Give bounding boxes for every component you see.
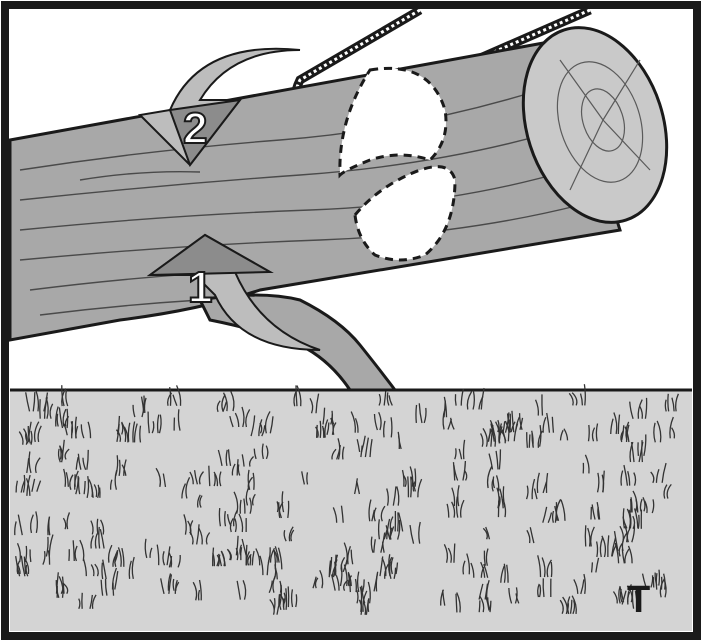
- grass-blade: [588, 425, 589, 441]
- step-2-label: 2: [183, 104, 207, 153]
- grass-blade: [320, 421, 321, 438]
- grass-blade: [551, 562, 552, 577]
- step-1-label: 1: [188, 263, 212, 312]
- grass-blade: [592, 562, 593, 572]
- grass-ground: [10, 384, 692, 631]
- grass-blade: [408, 476, 409, 497]
- grass-blade: [356, 579, 357, 592]
- grass-blade: [659, 570, 660, 586]
- grass-blade: [479, 600, 480, 612]
- grass-blade: [286, 588, 287, 610]
- grass-blade: [542, 394, 543, 415]
- grass-blade: [415, 469, 416, 487]
- grass-blade: [97, 519, 98, 535]
- grass-blade: [140, 426, 141, 443]
- grass-blade: [307, 472, 308, 484]
- grass-blade: [240, 500, 241, 514]
- grass-blade: [288, 586, 289, 607]
- grass-blade: [102, 563, 103, 579]
- grass-blade: [250, 555, 251, 565]
- grass-blade: [416, 405, 417, 423]
- grass-blade: [642, 440, 643, 462]
- grass-blade: [279, 594, 280, 605]
- grass-blade: [317, 425, 318, 438]
- grass-blade: [454, 544, 455, 563]
- figure-letter: T: [627, 579, 650, 621]
- grass-blade: [455, 394, 456, 405]
- grass-blade: [72, 421, 73, 438]
- grass-blade: [99, 527, 100, 549]
- grass-blade: [274, 598, 275, 610]
- grass-blade: [398, 512, 399, 531]
- grass-blade: [529, 434, 530, 447]
- grass-blade: [527, 432, 528, 448]
